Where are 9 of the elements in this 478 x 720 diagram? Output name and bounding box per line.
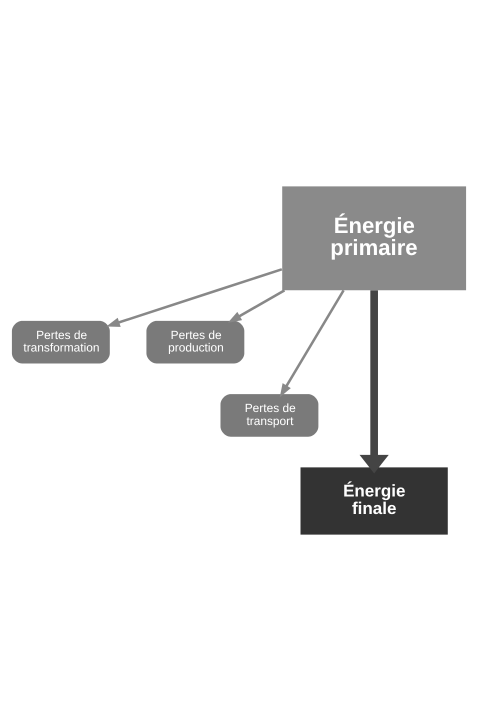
node-box: Pertes de production [146,320,244,363]
arrow [360,290,389,473]
arrow [228,288,286,322]
arrow [280,289,345,397]
node-box: Énergie primaire [282,186,466,290]
node-box: Pertes de transformation [12,320,110,363]
arrow [106,268,282,326]
node-box: Énergie finale [300,466,448,534]
node-box: Pertes de transport [220,394,318,436]
